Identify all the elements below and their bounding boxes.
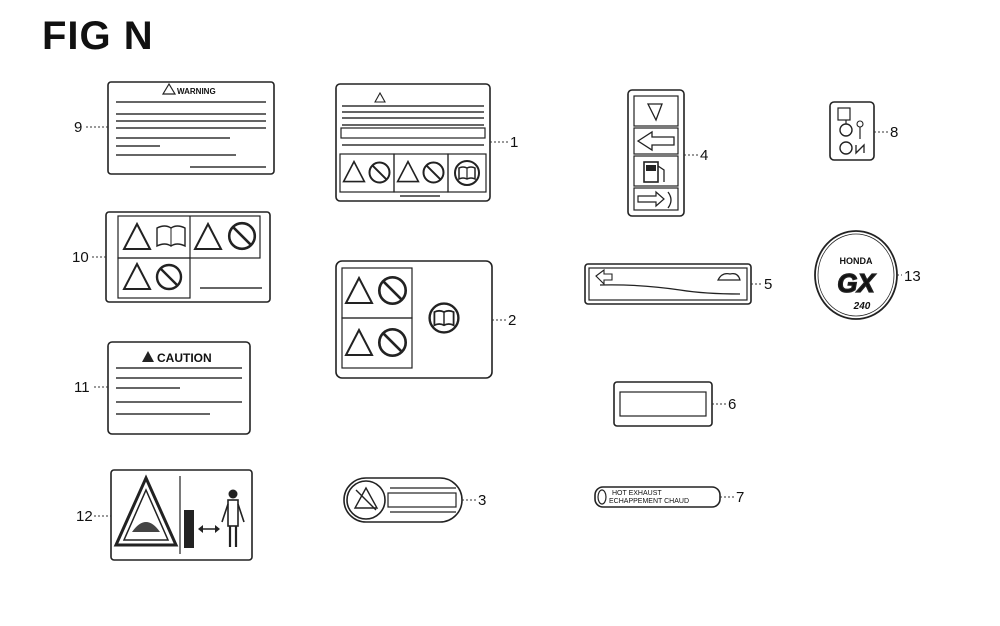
rabbit-fast-icon xyxy=(595,268,613,286)
part-6-blank-label xyxy=(613,381,713,427)
callout-1: 1 xyxy=(510,134,518,151)
callout-4: 4 xyxy=(700,147,708,164)
prohibition-icon xyxy=(422,161,445,184)
callout-8: 8 xyxy=(890,124,898,141)
manual-book-icon xyxy=(428,302,460,334)
part-10-pictogram-label xyxy=(105,211,271,303)
hot-exhaust-french-text: ECHAPPEMENT CHAUD xyxy=(609,498,689,505)
callout-2: 2 xyxy=(508,312,516,329)
caution-heading: CAUTION xyxy=(157,351,212,365)
callout-11: 11 xyxy=(74,379,90,396)
turtle-slow-icon xyxy=(717,273,741,281)
no-touch-icon xyxy=(155,263,183,291)
callout-9: 9 xyxy=(74,119,82,136)
part-5-throttle-label xyxy=(584,263,752,305)
arrow-left-icon xyxy=(636,130,675,152)
prohibition-icon xyxy=(377,327,408,358)
hot-exhaust-text: HOT EXHAUST xyxy=(612,490,662,497)
part-11-caution-label: CAUTION xyxy=(107,341,251,435)
engine-block-icon xyxy=(184,510,194,548)
manual-book-icon xyxy=(454,160,480,186)
no-open-flame-icon xyxy=(227,221,257,251)
callout-7: 7 xyxy=(736,489,744,506)
hot-surface-triangle-icon xyxy=(113,474,179,547)
prohibition-icon xyxy=(368,161,391,184)
part-1-warning-label xyxy=(335,83,491,202)
part-13-brand-badge: HONDA GX 240 xyxy=(814,230,898,320)
callout-5: 5 xyxy=(764,276,772,293)
callout-6: 6 xyxy=(728,396,736,413)
part-2-pictogram-label xyxy=(335,260,493,379)
part-12-keep-distance-label xyxy=(110,469,253,561)
engine-model-text: 240 xyxy=(853,301,871,312)
callout-12: 12 xyxy=(76,508,93,525)
part-9-warning-label: WARNING xyxy=(107,81,275,175)
part-4-fuel-valve-label xyxy=(627,89,685,217)
part-8-switch-label xyxy=(829,101,875,161)
part-7-hot-exhaust-label: HOT EXHAUST ECHAPPEMENT CHAUD xyxy=(594,486,721,508)
callout-13: 13 xyxy=(904,268,921,285)
arrow-right-icon xyxy=(637,190,665,208)
off-icon xyxy=(839,123,853,137)
prohibition-icon xyxy=(377,275,408,306)
on-icon xyxy=(839,141,853,155)
callout-10: 10 xyxy=(72,249,89,266)
warning-icon xyxy=(161,82,177,95)
caution-icon xyxy=(142,351,154,362)
callout-3: 3 xyxy=(478,492,486,509)
brand-name-text: HONDA xyxy=(840,256,873,266)
engine-series-text: GX xyxy=(837,268,876,298)
figure-title: FIG N xyxy=(42,14,154,58)
part-3-round-label xyxy=(343,477,463,523)
person-icon xyxy=(221,489,245,547)
warning-heading: WARNING xyxy=(177,87,216,96)
